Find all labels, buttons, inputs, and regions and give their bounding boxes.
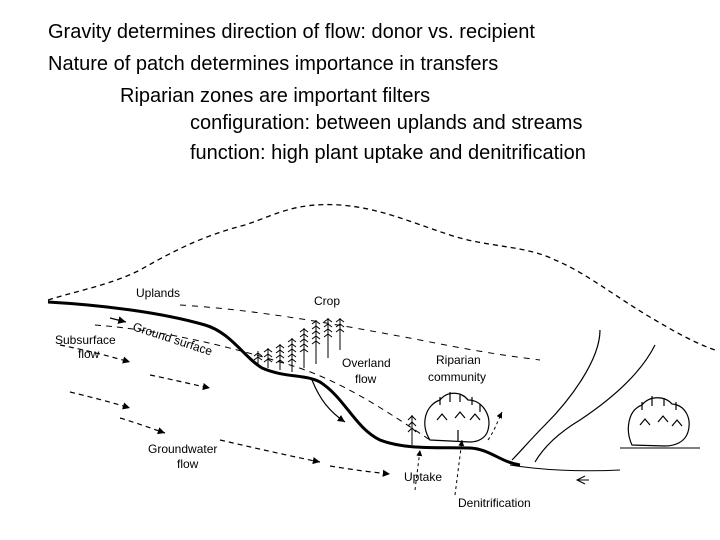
bullet-riparian-filters: Riparian zones are important filters [120,85,431,107]
label-riparian-2: community [428,370,486,384]
bullet-function: function: high plant uptake and denitrif… [190,142,586,164]
label-crop: Crop [314,294,340,308]
hill-outline [47,203,716,351]
label-subsurface-flow-1: Subsurface [55,333,116,347]
stream-line [509,464,621,472]
water-table-line [94,324,431,441]
riparian-shrub [424,392,490,443]
far-bank-shrub [627,396,690,447]
riparian-small-plant [407,415,417,445]
label-groundwater-flow-2: flow [177,457,199,471]
label-uptake: Uptake [404,470,442,484]
label-groundwater-flow-1: Groundwater [148,442,217,456]
subsurface-arrow-2 [59,344,131,364]
groundwater-arrow-4 [329,465,391,477]
overland-arrow [311,379,346,423]
bank-outline-right [511,329,601,461]
subsurface-arrow-1 [109,316,127,324]
groundwater-arrow-3 [219,439,321,465]
bank-outline-right-2 [534,344,656,463]
label-overland-flow-2: flow [355,372,377,386]
groundwater-arrow-2 [119,417,166,435]
crop-plants [253,318,345,372]
ground-surface-line [47,300,521,467]
label-riparian-1: Riparian [436,353,481,367]
label-subsurface-flow-2: flow [78,347,100,361]
uptake-arrow [414,449,423,491]
subsurface-arrow-3 [149,374,211,391]
bullet-gravity: Gravity determines direction of flow: do… [48,21,535,43]
label-uplands: Uplands [136,286,180,300]
groundwater-arrow-1 [69,391,131,410]
denitrification-arrow-2 [487,411,503,441]
bullet-configuration: configuration: between uplands and strea… [190,112,583,134]
label-denitrification: Denitrification [458,496,531,510]
label-overland-flow-1: Overland [342,356,391,370]
stream-flow-icon [575,475,589,485]
bullet-nature-of-patch: Nature of patch determines importance in… [48,53,499,75]
soil-boundary-line [179,304,541,361]
